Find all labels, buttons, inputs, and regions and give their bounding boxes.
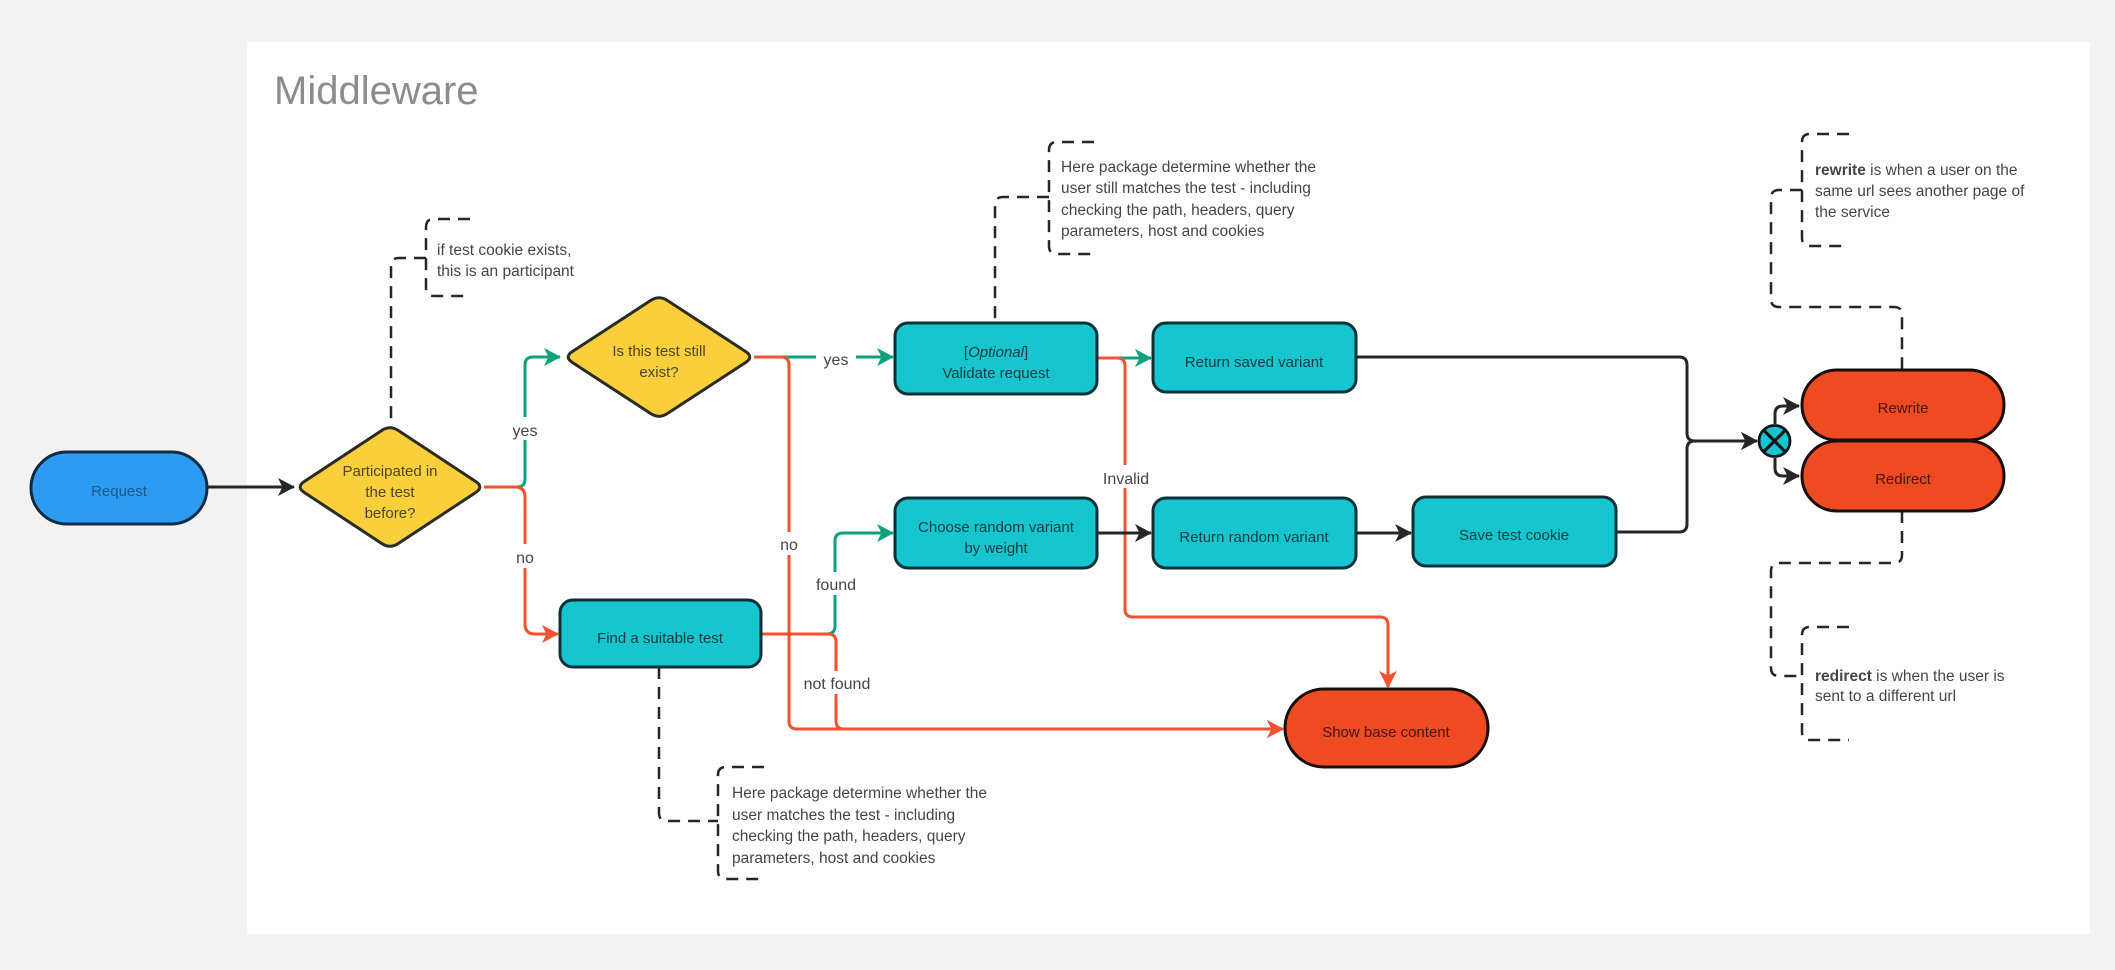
svg-text:the test: the test [365, 484, 415, 501]
svg-text:the service: the service [1815, 204, 1890, 221]
svg-text:yes: yes [824, 352, 849, 369]
svg-text:Redirect: Redirect [1875, 471, 1932, 488]
svg-text:Middleware: Middleware [274, 69, 479, 113]
svg-text:Rewrite: Rewrite [1878, 400, 1929, 417]
svg-text:parameters, host and cookies: parameters, host and cookies [1061, 223, 1265, 240]
svg-text:yes: yes [513, 423, 538, 440]
svg-text:Validate request: Validate request [942, 365, 1050, 382]
svg-text:Here package determine whether: Here package determine whether the [1061, 159, 1316, 176]
svg-text:Choose random variant: Choose random variant [918, 519, 1075, 536]
svg-text:Save test cookie: Save test cookie [1459, 527, 1569, 544]
svg-text:redirect is when the user is: redirect is when the user is [1815, 668, 2005, 685]
svg-text:if test cookie exists,: if test cookie exists, [437, 242, 571, 259]
svg-text:no: no [780, 537, 798, 554]
svg-text:sent to a different url: sent to a different url [1815, 688, 1956, 705]
svg-text:Find a suitable test: Find a suitable test [597, 630, 724, 647]
svg-text:no: no [516, 550, 534, 567]
svg-text:not found: not found [804, 676, 871, 693]
svg-text:[Optional]: [Optional] [964, 344, 1028, 361]
svg-text:found: found [816, 577, 856, 594]
svg-text:Invalid: Invalid [1103, 471, 1149, 488]
svg-text:checking the path, headers, qu: checking the path, headers, query [732, 828, 966, 845]
svg-text:this is an participant: this is an participant [437, 263, 575, 280]
svg-text:same url sees another page of: same url sees another page of [1815, 183, 2025, 200]
svg-text:Request: Request [91, 483, 148, 500]
svg-text:checking the path, headers, qu: checking the path, headers, query [1061, 202, 1295, 219]
svg-text:Show base content: Show base content [1322, 724, 1450, 741]
svg-text:exist?: exist? [639, 364, 678, 381]
svg-text:user matches the test - includ: user matches the test - including [732, 807, 955, 824]
svg-text:Participated in: Participated in [342, 463, 437, 480]
svg-text:Is this test still: Is this test still [612, 343, 705, 360]
svg-text:Return saved variant: Return saved variant [1185, 354, 1324, 371]
svg-text:before?: before? [365, 505, 416, 522]
svg-text:Here package determine whether: Here package determine whether the [732, 785, 987, 802]
svg-text:by weight: by weight [964, 540, 1028, 557]
svg-text:user still matches the test -: user still matches the test - including [1061, 180, 1311, 197]
svg-text:parameters, host and cookies: parameters, host and cookies [732, 850, 936, 867]
svg-text:Return random variant: Return random variant [1179, 529, 1329, 546]
svg-text:rewrite is when a user on the: rewrite is when a user on the [1815, 162, 2018, 179]
